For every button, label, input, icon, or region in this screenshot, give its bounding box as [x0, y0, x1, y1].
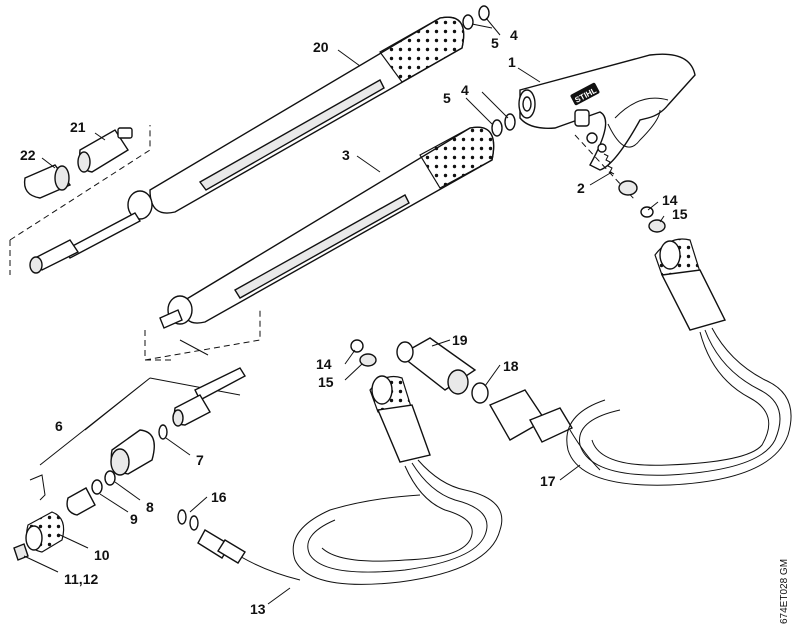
label-part-11-12: 11,12 — [64, 571, 98, 587]
label-part-4: 4 — [461, 82, 469, 98]
drawing-code: 674ET028 GM — [779, 558, 790, 624]
label-part-14-right: 14 — [662, 192, 678, 208]
high-pressure-hose-upper — [489, 206, 792, 486]
label-part-10: 10 — [94, 547, 110, 563]
hose-seals-lower — [350, 339, 377, 367]
spray-gun: STIHL — [518, 53, 696, 171]
label-part-4-top: 4 — [510, 27, 518, 43]
part-labels: 4 5 1 4 5 2 20 3 21 22 14 15 19 18 14 15… — [20, 27, 688, 617]
label-part-1: 1 — [508, 54, 516, 70]
hose-fittings — [13, 367, 246, 561]
label-part-18: 18 — [503, 358, 519, 374]
label-part-3: 3 — [342, 147, 350, 163]
label-part-16: 16 — [211, 489, 227, 505]
label-part-7: 7 — [196, 452, 204, 468]
label-part-17: 17 — [540, 473, 556, 489]
label-part-2: 2 — [577, 180, 585, 196]
label-part-15-right: 15 — [672, 206, 688, 222]
leader-lines — [23, 17, 665, 605]
spray-wand-upper — [9, 16, 465, 275]
hose-connector — [396, 337, 489, 404]
spray-wand-lower — [144, 126, 495, 361]
label-part-20: 20 — [313, 39, 329, 55]
label-part-13: 13 — [250, 601, 266, 617]
label-part-14-left: 14 — [316, 356, 332, 372]
label-part-5-top: 5 — [491, 35, 499, 51]
label-part-15-left: 15 — [318, 374, 334, 390]
label-part-22: 22 — [20, 147, 36, 163]
label-part-9: 9 — [130, 511, 138, 527]
label-part-6: 6 — [55, 418, 63, 434]
valve-parts — [574, 132, 638, 201]
label-part-8: 8 — [146, 499, 154, 515]
label-part-19: 19 — [452, 332, 468, 348]
label-part-5: 5 — [443, 90, 451, 106]
nozzles — [23, 127, 133, 199]
high-pressure-hose-lower — [177, 375, 503, 585]
label-part-21: 21 — [70, 119, 86, 135]
